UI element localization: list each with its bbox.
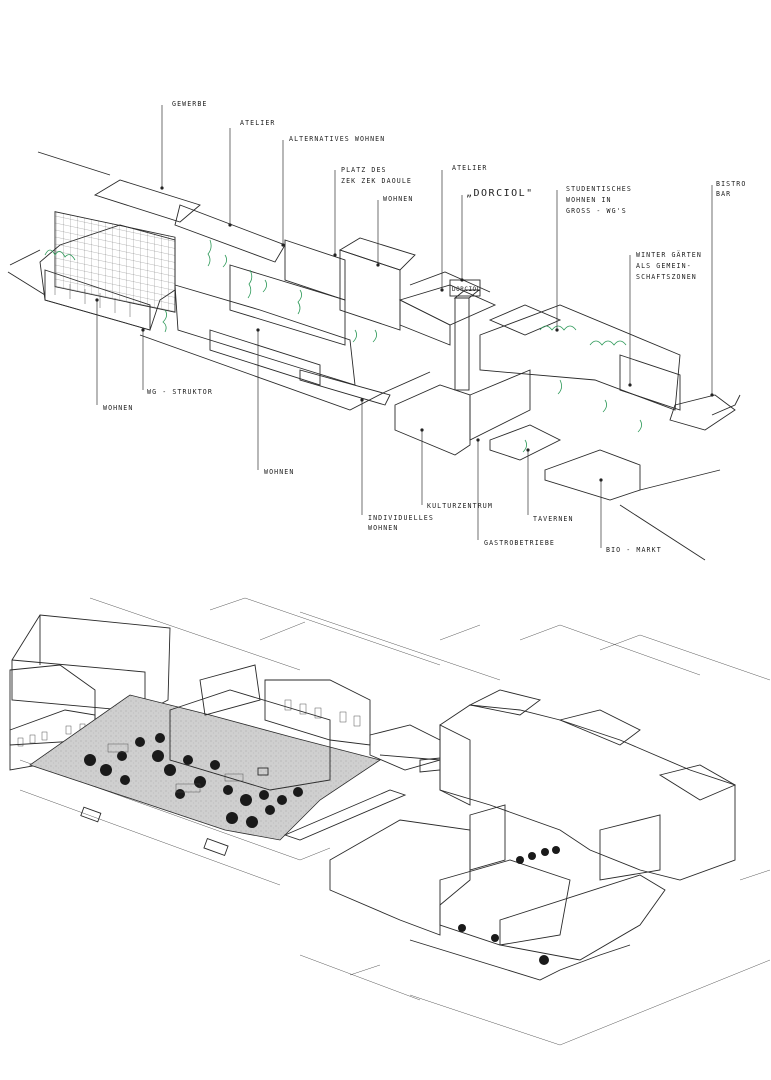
label-studentisches: STUDENTISCHES xyxy=(566,185,632,193)
label-wohnen-in: WOHNEN IN xyxy=(566,196,612,204)
dorciol-tower: DORCIOL xyxy=(449,279,481,391)
vehicles xyxy=(80,767,269,857)
top-axonometric-plan: DORCIOL xyxy=(7,100,746,561)
label-platz-des: PLATZ DES xyxy=(341,166,387,174)
label-wohnen-left: WOHNEN xyxy=(103,404,133,412)
lower-right-block xyxy=(329,804,666,981)
label-individuelles-wohnen: WOHNEN xyxy=(368,524,398,532)
label-winter-gaerten: WINTER GÄRTEN xyxy=(636,250,702,259)
label-bistro: BISTRO xyxy=(716,180,746,188)
label-dorciol: „DORCIOL" xyxy=(466,188,534,199)
label-kulturzentrum: KULTURZENTRUM xyxy=(427,502,493,510)
plaza xyxy=(29,694,381,841)
label-individuelles: INDIVIDUELLES xyxy=(368,514,434,522)
label-zek-zek-daoule: ZEK ZEK DAOULE xyxy=(341,177,412,185)
label-wg-struktor: WG - STRUKTOR xyxy=(147,388,213,396)
block-wohnen-middle xyxy=(174,237,416,406)
block-gewerbe xyxy=(39,179,286,333)
label-wohnen-mid: WOHNEN xyxy=(264,468,294,476)
box-building xyxy=(11,614,171,713)
label-bio-markt: BIO - MARKT xyxy=(606,546,662,554)
label-wohnen-top: WOHNEN xyxy=(383,195,413,203)
label-gross-wgs: GROSS - WG'S xyxy=(566,207,627,215)
dorciol-sign-text: DORCIOL xyxy=(452,286,481,293)
block-right-complex xyxy=(394,304,736,501)
label-gastrobetriebe: GASTROBETRIEBE xyxy=(484,539,555,547)
top-labels: GEWERBE ATELIER ALTERNATIVES WOHNEN PLAT… xyxy=(103,100,746,554)
pavilion-buildings xyxy=(169,664,441,841)
street-lines xyxy=(19,597,771,1046)
label-bar: BAR xyxy=(716,190,731,198)
label-tavernen: TAVERNEN xyxy=(533,515,574,523)
label-gewerbe: GEWERBE xyxy=(172,100,208,108)
plaza-trees xyxy=(84,733,303,828)
label-leaders xyxy=(95,105,714,548)
bottom-axonometric-view xyxy=(9,597,771,1046)
label-als-gemein: ALS GEMEIN- xyxy=(636,262,692,270)
right-complex xyxy=(419,689,737,881)
label-atelier-1: ATELIER xyxy=(240,119,276,127)
block-atelier-sheds xyxy=(398,271,497,346)
label-alternatives-wohnen: ALTERNATIVES WOHNEN xyxy=(289,135,385,143)
label-atelier-2: ATELIER xyxy=(452,164,488,172)
label-schaftszonen: SCHAFTSZONEN xyxy=(636,273,697,281)
